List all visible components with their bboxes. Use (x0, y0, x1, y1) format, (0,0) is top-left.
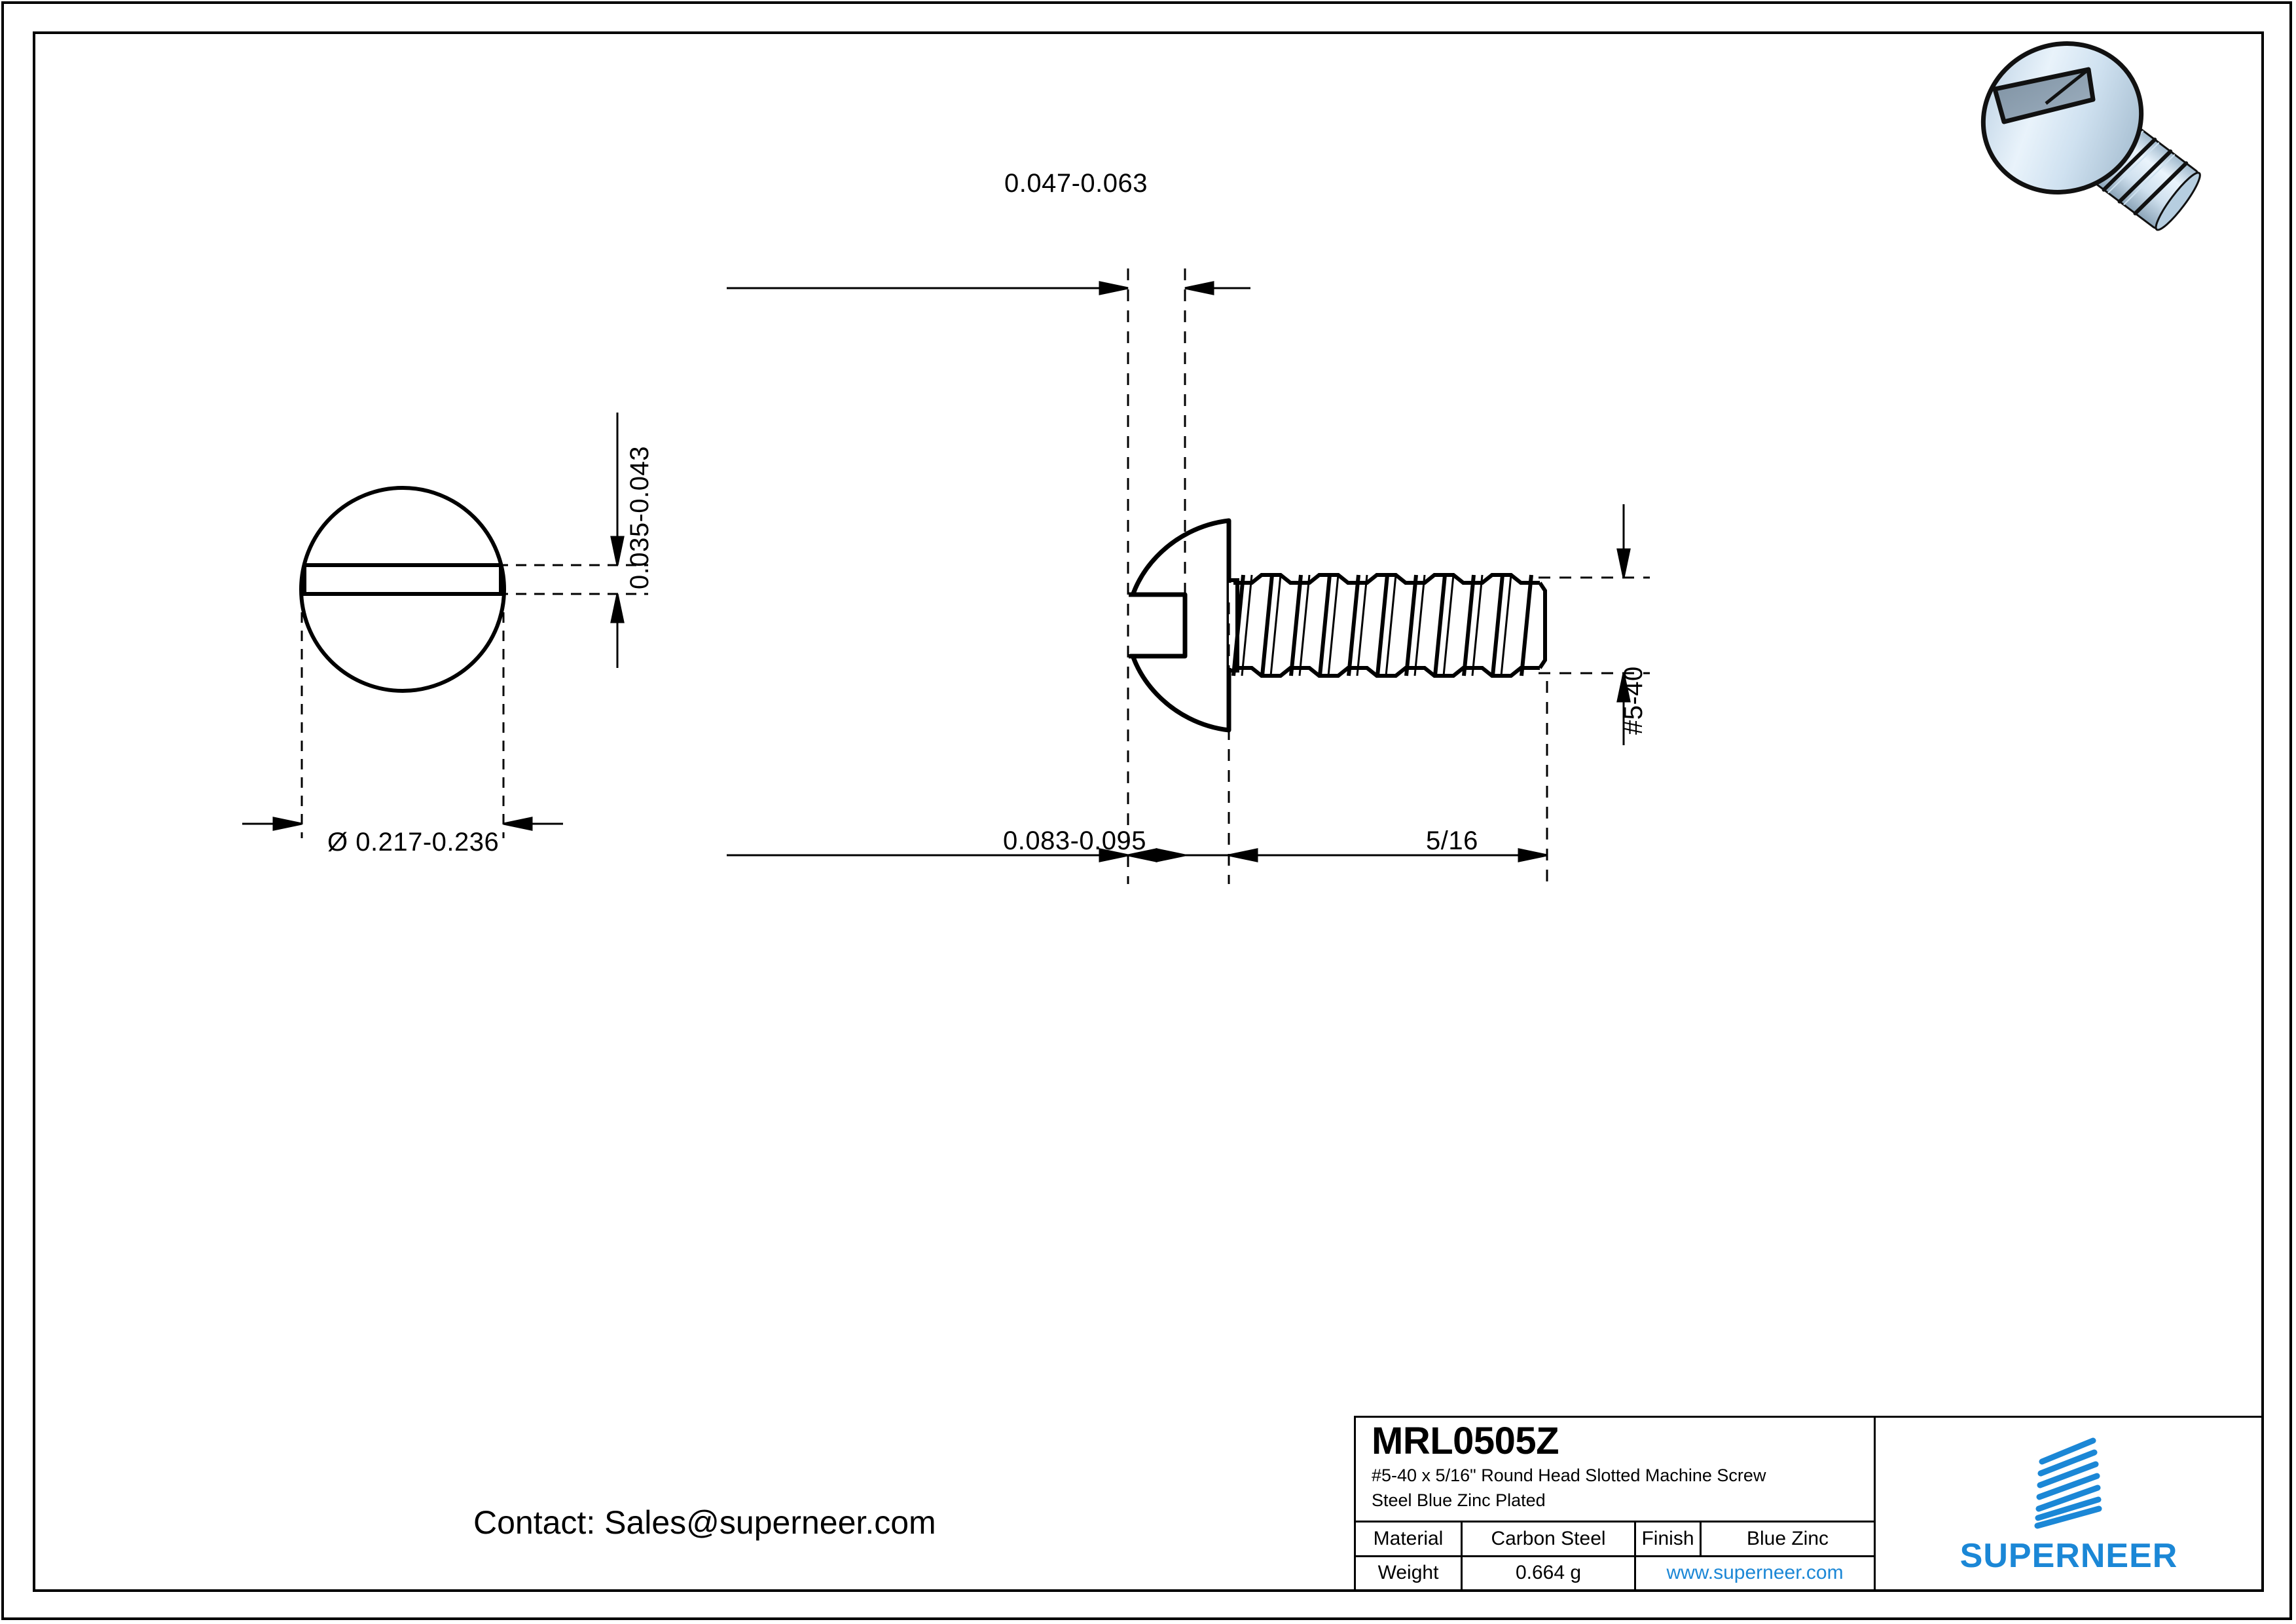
head-height-dimension-label: 0.083-0.095 (1003, 826, 1147, 855)
superneer-logo-icon (2033, 1435, 2105, 1534)
brand-name: SUPERNEER (1959, 1537, 2178, 1575)
brand-logo-cell: SUPERNEER (1876, 1418, 2262, 1589)
material-value: Carbon Steel (1463, 1522, 1636, 1555)
spec-table: Material Carbon Steel Finish Blue Zinc W… (1356, 1522, 1874, 1589)
weight-value: 0.664 g (1463, 1557, 1636, 1589)
finish-label: Finish (1636, 1522, 1702, 1555)
part-description-area: MRL0505Z #5-40 x 5/16" Round Head Slotte… (1356, 1418, 1874, 1522)
spec-row-material-finish: Material Carbon Steel Finish Blue Zinc (1356, 1522, 1874, 1557)
contact-text: Contact: Sales@superneer.com (473, 1504, 936, 1541)
drawing-frame (33, 31, 2264, 1592)
part-description-line-1: #5-40 x 5/16" Round Head Slotted Machine… (1372, 1465, 1766, 1485)
slot-width-dimension-label: 0.035-0.043 (625, 445, 654, 589)
website-link[interactable]: www.superneer.com (1666, 1562, 1844, 1584)
screw-side-view (727, 268, 1702, 904)
part-description-line-2: Steel Blue Zinc Plated (1372, 1490, 1546, 1511)
title-block: MRL0505Z #5-40 x 5/16" Round Head Slotte… (1354, 1416, 2264, 1591)
weight-label: Weight (1356, 1557, 1463, 1589)
material-label: Material (1356, 1522, 1463, 1555)
title-block-info: MRL0505Z #5-40 x 5/16" Round Head Slotte… (1356, 1418, 1876, 1589)
thread-length-dimension-label: 5/16 (1426, 826, 1478, 855)
head-top-view (242, 406, 707, 904)
spec-row-weight-website: Weight 0.664 g www.superneer.com (1356, 1557, 1874, 1589)
head-diameter-dimension-label: Ø 0.217-0.236 (327, 828, 500, 857)
screw-3d-render (1948, 18, 2275, 267)
part-number: MRL0505Z (1372, 1420, 1559, 1462)
slot-depth-dimension-label: 0.047-0.063 (1004, 169, 1148, 198)
thread-size-dimension-label: #5-40 (1619, 666, 1648, 735)
finish-value: Blue Zinc (1746, 1527, 1829, 1549)
